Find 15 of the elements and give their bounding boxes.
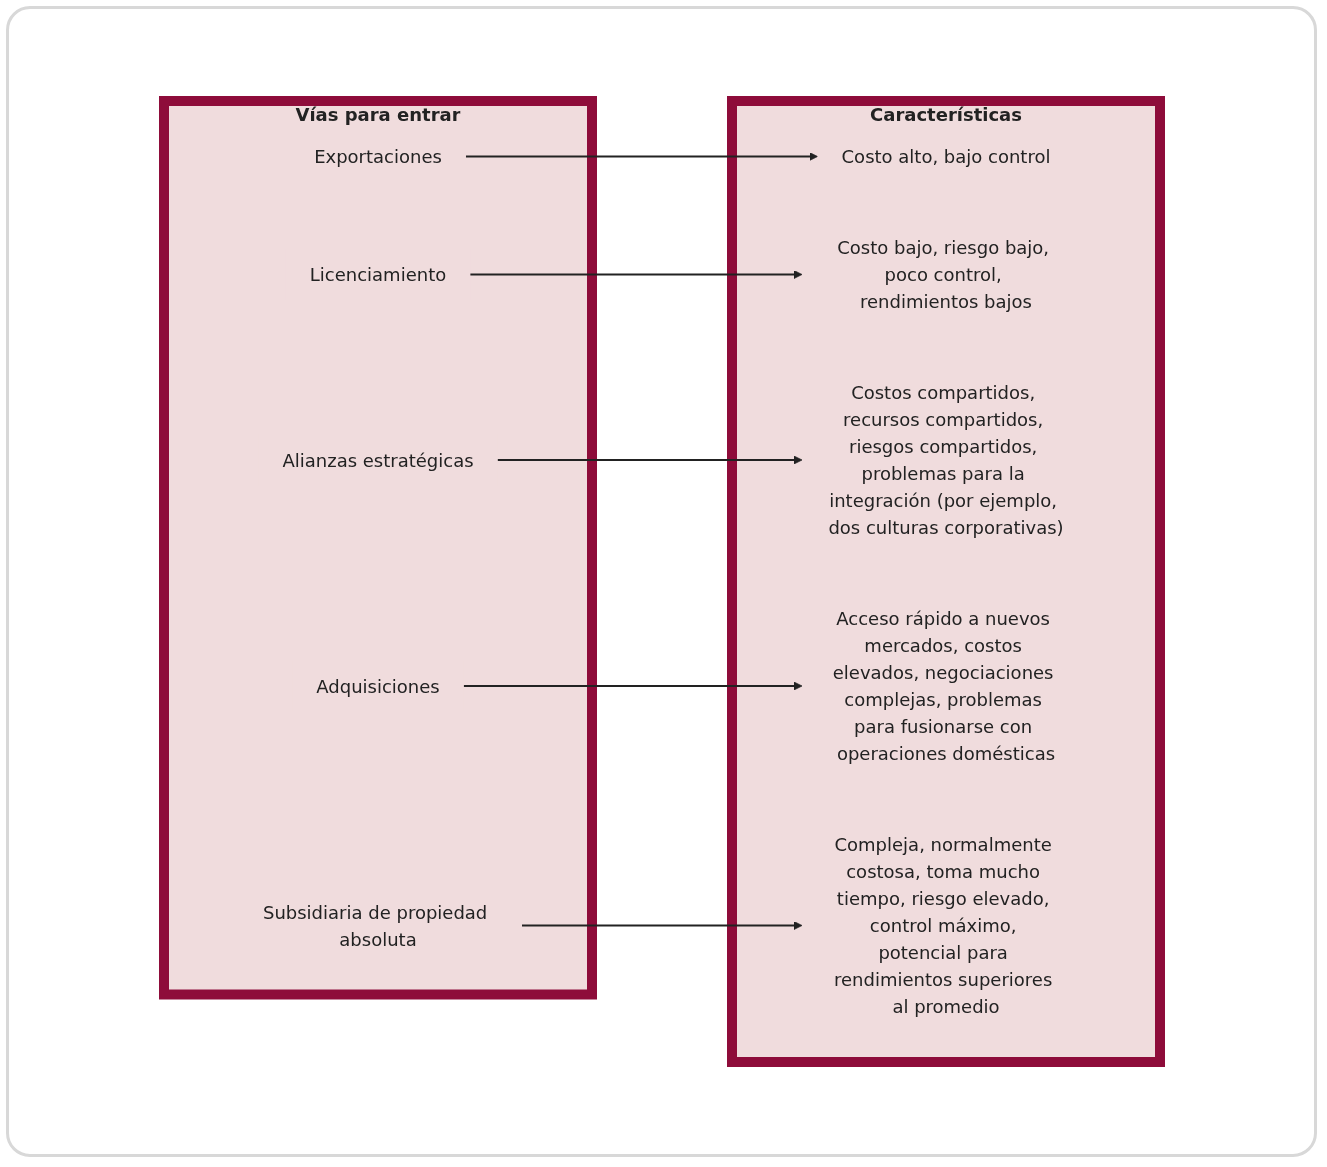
arrow xyxy=(468,270,802,279)
arrow xyxy=(496,455,802,465)
arrow xyxy=(464,152,818,161)
node-text: Subsidiaria de propiedad absoluta xyxy=(262,901,487,950)
node-text: Adquisiciones xyxy=(315,675,440,697)
node-text: Costos compartidos, recursos compartidos, riesgos compartidos, problemas para la integración (por ejemplo, dos culturas corporativas) xyxy=(827,382,1064,538)
node-text: Compleja, normalmente costosa, toma mucho tiempo, riesgo elevado, control máximo, potencial para rendimientos superiores al promedio xyxy=(833,834,1052,1017)
node-text: Costo bajo, riesgo bajo, poco control, rendimientos bajos xyxy=(836,237,1049,312)
node-text: Exportaciones xyxy=(313,146,442,167)
arrow xyxy=(520,921,802,930)
node-text: Licenciamiento xyxy=(309,264,446,285)
node-text: Alianzas estratégicas xyxy=(281,449,474,471)
arrow xyxy=(462,681,802,691)
node-text: Costo alto, bajo control xyxy=(841,146,1050,167)
node-text: Acceso rápido a nuevos mercados, costos elevados, negociaciones complejas, problemas para fusionarse con operaciones domésticas xyxy=(832,608,1055,764)
